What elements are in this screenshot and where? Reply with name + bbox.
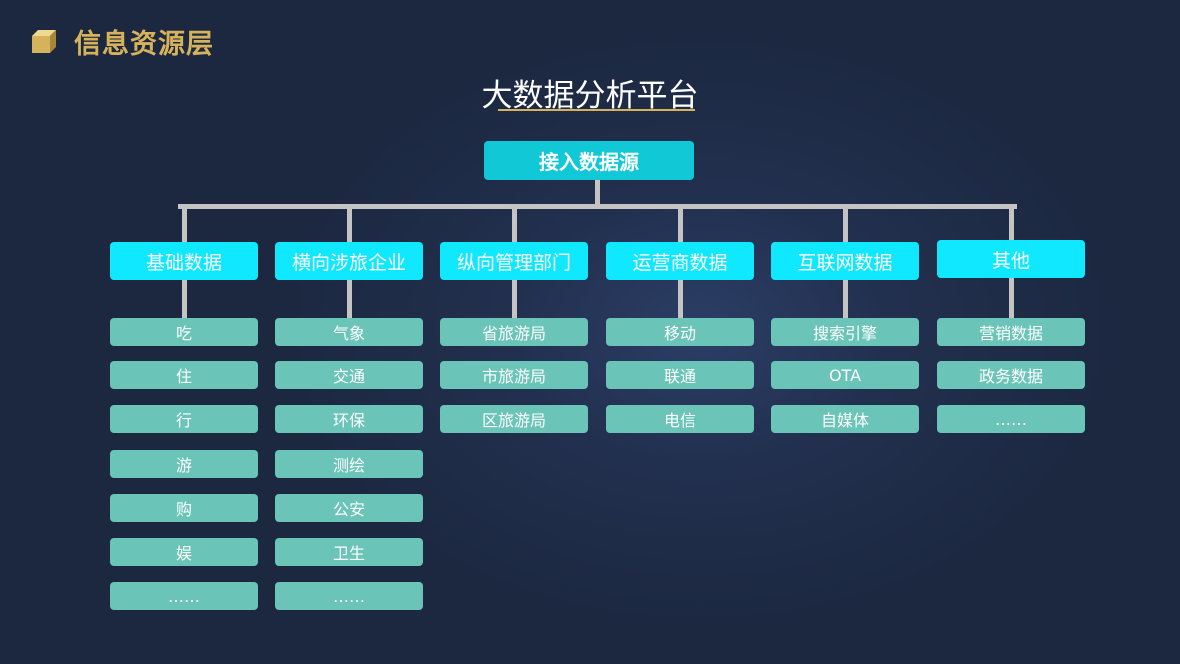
- leaf-node: 住: [110, 361, 258, 389]
- leaf-node: 行: [110, 405, 258, 433]
- leaf-node: 联通: [606, 361, 754, 389]
- category-connector: [677, 206, 683, 242]
- leaf-node: OTA: [771, 361, 919, 389]
- leaf-node: 公安: [275, 494, 423, 522]
- leaf-node: 游: [110, 450, 258, 478]
- leaf-node: 购: [110, 494, 258, 522]
- category-stem: [677, 278, 683, 318]
- category-stem: [346, 278, 352, 318]
- category-node: 纵向管理部门: [440, 242, 588, 280]
- leaf-node: 娱: [110, 538, 258, 566]
- category-stem: [181, 278, 187, 318]
- category-stem: [1008, 276, 1014, 318]
- cube-icon: [32, 30, 56, 53]
- horizontal-connector: [178, 204, 1017, 209]
- leaf-node: 区旅游局: [440, 405, 588, 433]
- category-connector: [181, 206, 187, 242]
- leaf-node: 卫生: [275, 538, 423, 566]
- leaf-node: 环保: [275, 405, 423, 433]
- category-connector: [842, 206, 848, 242]
- main-title: 大数据分析平台: [481, 78, 699, 114]
- leaf-node: 气象: [275, 318, 423, 346]
- leaf-node: ……: [275, 582, 423, 610]
- category-node: 横向涉旅企业: [275, 242, 423, 280]
- category-stem: [511, 278, 517, 318]
- category-node: 其他: [937, 240, 1085, 278]
- category-connector: [511, 206, 517, 242]
- leaf-node: 测绘: [275, 450, 423, 478]
- leaf-node: 移动: [606, 318, 754, 346]
- leaf-node: 市旅游局: [440, 361, 588, 389]
- leaf-node: 吃: [110, 318, 258, 346]
- leaf-node: 营销数据: [937, 318, 1085, 346]
- root-node: 接入数据源: [484, 141, 694, 180]
- leaf-node: ……: [110, 582, 258, 610]
- category-connector: [1008, 206, 1014, 240]
- category-node: 基础数据: [110, 242, 258, 280]
- category-node: 互联网数据: [771, 242, 919, 280]
- leaf-node: 省旅游局: [440, 318, 588, 346]
- category-stem: [842, 278, 848, 318]
- leaf-node: 电信: [606, 405, 754, 433]
- category-connector: [346, 206, 352, 242]
- category-node: 运营商数据: [606, 242, 754, 280]
- header-title: 信息资源层: [74, 29, 214, 60]
- leaf-node: 交通: [275, 361, 423, 389]
- leaf-node: ……: [937, 405, 1085, 433]
- leaf-node: 自媒体: [771, 405, 919, 433]
- root-connector: [595, 180, 600, 207]
- leaf-node: 政务数据: [937, 361, 1085, 389]
- title-underline: [498, 109, 695, 111]
- leaf-node: 搜索引擎: [771, 318, 919, 346]
